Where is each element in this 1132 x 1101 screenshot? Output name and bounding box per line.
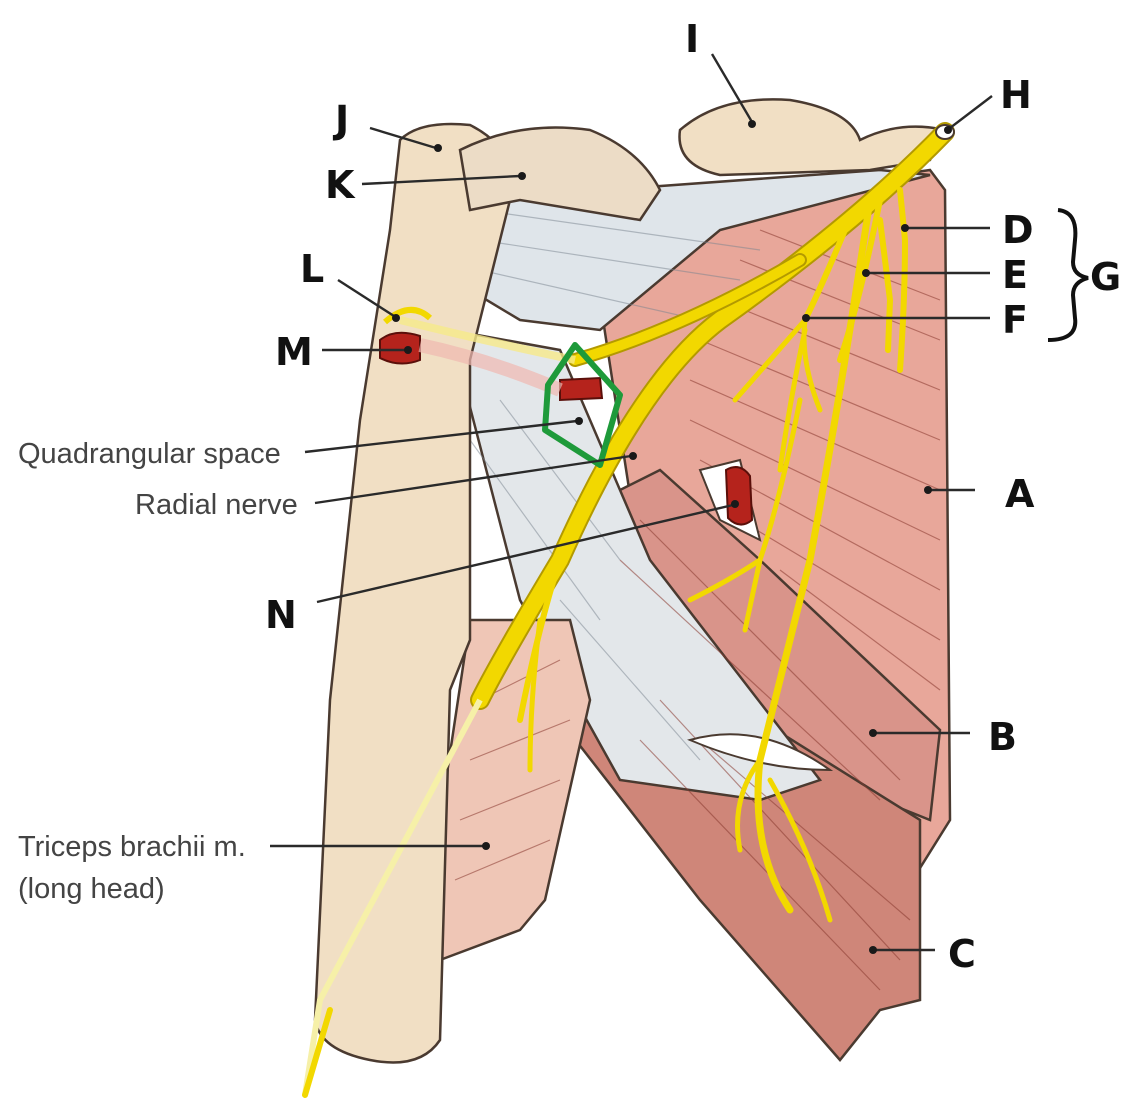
label-d: D bbox=[1002, 208, 1034, 252]
g-brace bbox=[1047, 208, 1089, 342]
leader-lines bbox=[270, 53, 993, 954]
label-e: E bbox=[1002, 253, 1028, 297]
clavicle-acromion bbox=[678, 98, 947, 177]
label-quadrangular-space: Quadrangular space bbox=[18, 438, 281, 470]
label-l: L bbox=[300, 247, 324, 291]
artery-quadrangular bbox=[559, 376, 604, 402]
humeral-head bbox=[458, 126, 662, 222]
label-i: I bbox=[685, 17, 699, 61]
nerves bbox=[302, 122, 955, 1098]
label-triceps-line1: Triceps brachii m. bbox=[18, 831, 246, 863]
label-m: M bbox=[275, 330, 313, 374]
label-k: K bbox=[325, 163, 356, 207]
label-f: F bbox=[1002, 298, 1028, 342]
posterior-humeral-vessel bbox=[418, 338, 563, 397]
label-b: B bbox=[988, 715, 1017, 759]
label-radial-nerve: Radial nerve bbox=[135, 489, 298, 521]
triceps-long-head bbox=[438, 618, 592, 962]
artery-n bbox=[724, 466, 754, 526]
label-n: N bbox=[265, 593, 297, 637]
label-a: A bbox=[1005, 472, 1035, 516]
artery-m bbox=[379, 331, 421, 365]
label-h: H bbox=[1000, 73, 1032, 117]
label-g: G bbox=[1090, 255, 1121, 299]
label-j: J bbox=[332, 98, 349, 142]
quadrangular-space-outline bbox=[542, 342, 623, 468]
label-c: C bbox=[948, 932, 976, 976]
label-triceps-line2: (long head) bbox=[18, 873, 165, 905]
